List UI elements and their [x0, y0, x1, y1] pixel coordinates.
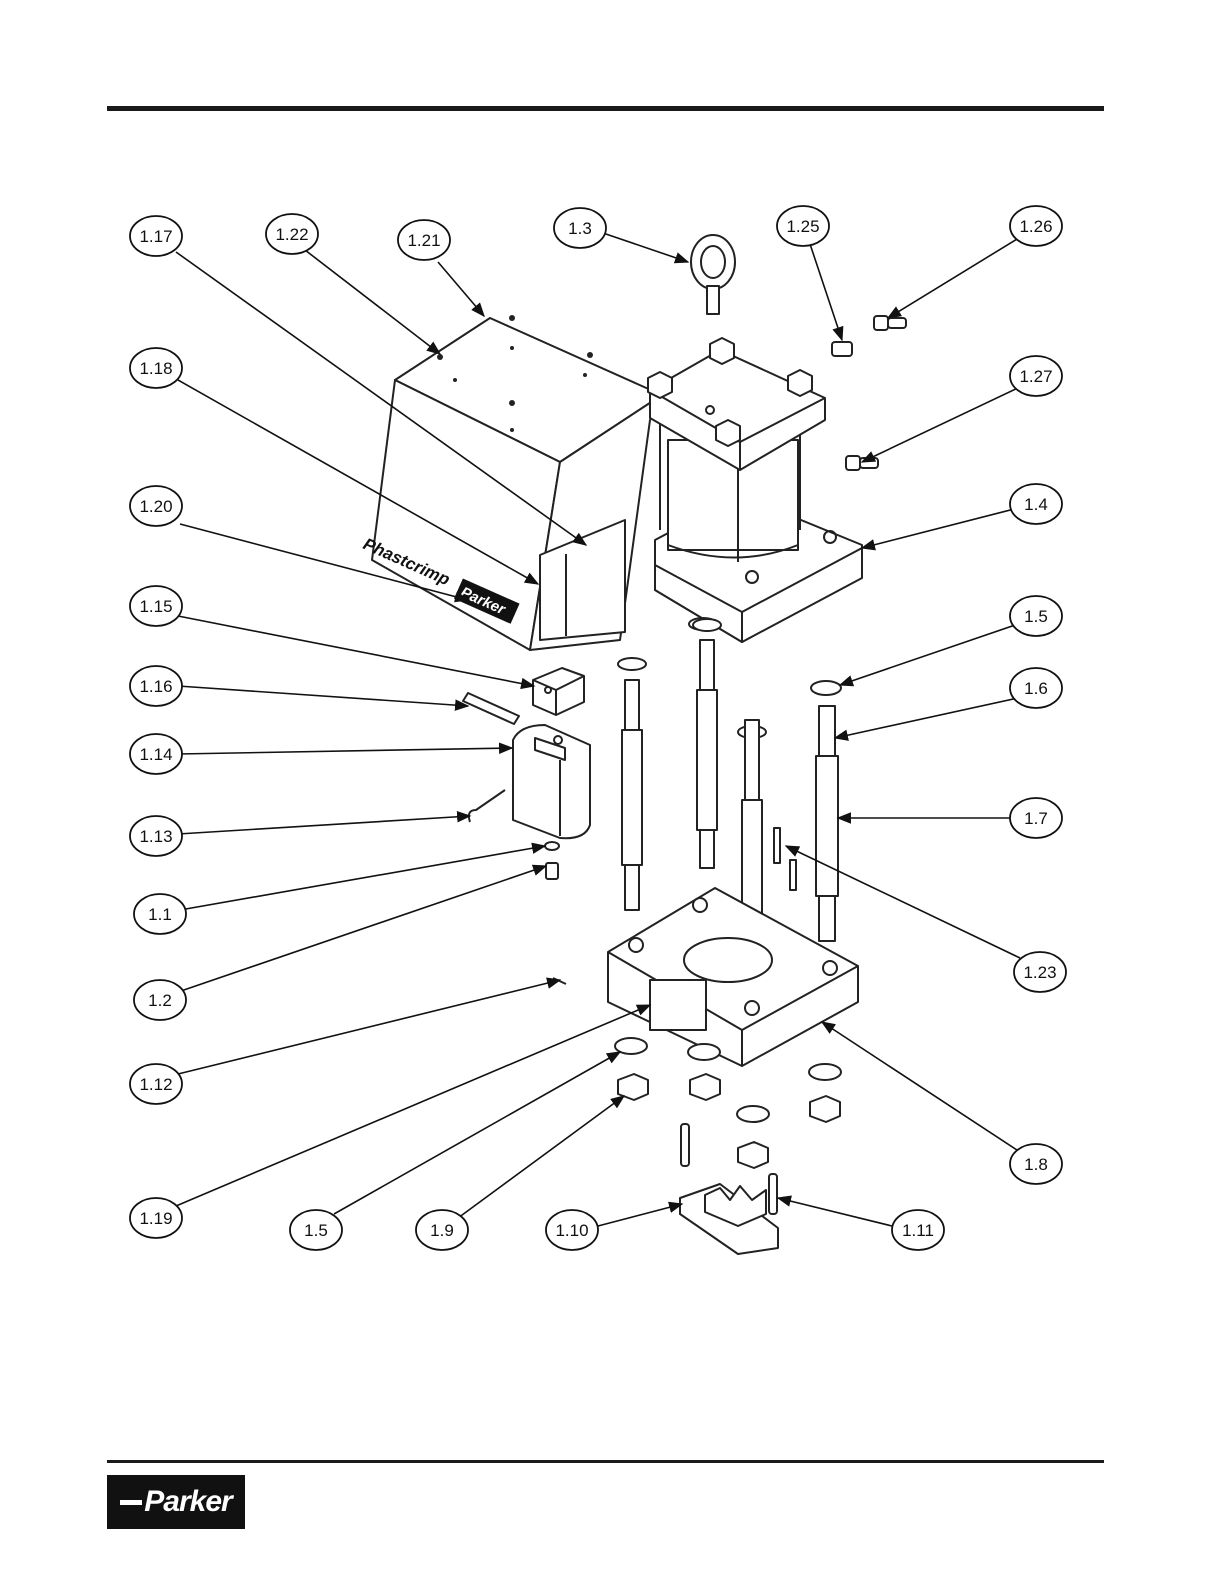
callout-1-11: 1.11: [892, 1210, 944, 1250]
callout-1-12: 1.12: [130, 1064, 182, 1104]
crimp-die-plate: [680, 1184, 778, 1254]
svg-text:1.12: 1.12: [139, 1075, 172, 1094]
svg-text:1.18: 1.18: [139, 359, 172, 378]
callout-1-16: 1.16: [130, 666, 182, 706]
callout-1-3: 1.3: [554, 208, 606, 248]
callouts: 1.17 1.22 1.21 1.3 1.25 1.26 1.18 1.27 1…: [130, 206, 1066, 1250]
svg-text:1.9: 1.9: [430, 1221, 454, 1240]
svg-text:1.2: 1.2: [148, 991, 172, 1010]
svg-text:1.1: 1.1: [148, 905, 172, 924]
callout-1-21: 1.21: [398, 220, 450, 260]
callout-1-23: 1.23: [1014, 952, 1066, 992]
svg-text:1.13: 1.13: [139, 827, 172, 846]
svg-text:1.27: 1.27: [1019, 367, 1052, 386]
svg-text:1.5: 1.5: [304, 1221, 328, 1240]
eye-bolt: [691, 235, 735, 314]
callout-1-14: 1.14: [130, 734, 182, 774]
callout-1-6: 1.6: [1010, 668, 1062, 708]
callout-1-5-top: 1.5: [1010, 596, 1062, 636]
callout-1-25: 1.25: [777, 206, 829, 246]
svg-text:1.7: 1.7: [1024, 809, 1048, 828]
svg-text:1.11: 1.11: [902, 1221, 934, 1240]
logo-text: Parker: [144, 1485, 231, 1519]
spacer-block: [533, 668, 584, 715]
callout-1-18: 1.18: [130, 348, 182, 388]
svg-text:1.15: 1.15: [139, 597, 172, 616]
callout-1-7: 1.7: [1010, 798, 1062, 838]
svg-text:1.20: 1.20: [139, 497, 172, 516]
dowel-pin-a: [774, 828, 780, 863]
spring-right: [769, 1174, 777, 1214]
callout-1-5-bottom: 1.5: [290, 1210, 342, 1250]
footer-rule: [107, 1460, 1104, 1463]
svg-text:1.14: 1.14: [139, 745, 172, 764]
callout-1-9: 1.9: [416, 1210, 468, 1250]
callout-1-20: 1.20: [130, 486, 182, 526]
callout-1-17: 1.17: [130, 216, 182, 256]
washer-small: [545, 842, 559, 850]
callout-1-2: 1.2: [134, 980, 186, 1020]
pin: [463, 693, 519, 724]
svg-text:1.17: 1.17: [139, 227, 172, 246]
svg-text:1.25: 1.25: [786, 217, 819, 236]
housing-cover: Phastcrimp Parker: [360, 315, 662, 650]
svg-text:1.19: 1.19: [139, 1209, 172, 1228]
callout-1-22: 1.22: [266, 214, 318, 254]
callout-1-27: 1.27: [1010, 356, 1062, 396]
svg-text:1.8: 1.8: [1024, 1155, 1048, 1174]
svg-text:1.5: 1.5: [1024, 607, 1048, 626]
svg-text:1.21: 1.21: [407, 231, 440, 250]
svg-text:1.16: 1.16: [139, 677, 172, 696]
callout-1-4: 1.4: [1010, 484, 1062, 524]
cap-screw: [546, 863, 558, 879]
svg-text:1.26: 1.26: [1019, 217, 1052, 236]
cotter-pin: [469, 790, 505, 822]
die-holder: [513, 725, 590, 838]
callout-1-1: 1.1: [134, 894, 186, 934]
callout-1-19: 1.19: [130, 1198, 182, 1238]
svg-text:1.6: 1.6: [1024, 679, 1048, 698]
dowel-pin-b: [790, 860, 796, 890]
callout-1-10: 1.10: [546, 1210, 598, 1250]
air-cylinder: [648, 338, 862, 642]
svg-text:1.3: 1.3: [568, 219, 592, 238]
callout-1-15: 1.15: [130, 586, 182, 626]
svg-text:1.10: 1.10: [555, 1221, 588, 1240]
svg-text:1.4: 1.4: [1024, 495, 1048, 514]
svg-text:1.22: 1.22: [275, 225, 308, 244]
callout-1-13: 1.13: [130, 816, 182, 856]
svg-text:1.23: 1.23: [1023, 963, 1056, 982]
callout-1-8: 1.8: [1010, 1144, 1062, 1184]
spring-left: [681, 1124, 689, 1166]
callout-1-26: 1.26: [1010, 206, 1062, 246]
parker-logo: Parker: [107, 1475, 245, 1529]
logo-dash: [120, 1500, 142, 1505]
